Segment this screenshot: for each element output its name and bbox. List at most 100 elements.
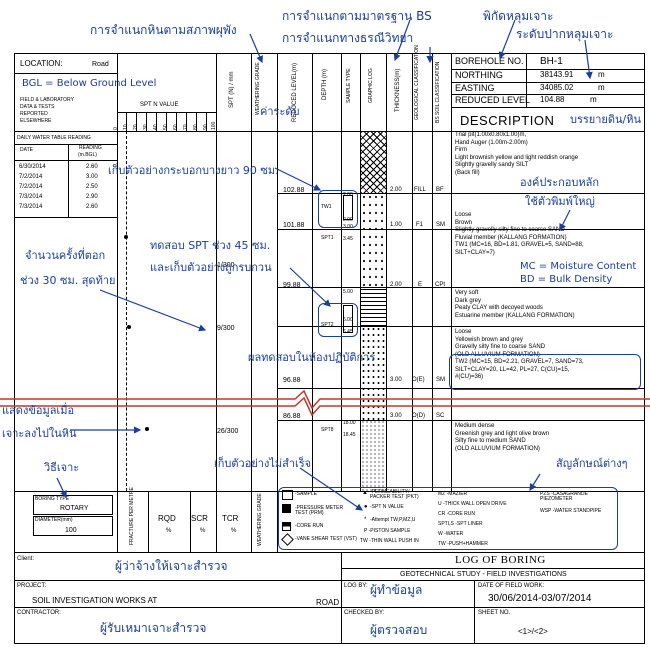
depth-mark: 3.45 — [343, 236, 353, 242]
annotation-bd: BD = Bulk Density — [520, 274, 613, 285]
unit-m: m — [598, 70, 605, 79]
desc-line: Estuarine member (KALLANG FORMATION) — [455, 312, 575, 319]
tcr-header: TCR — [222, 514, 239, 523]
desc-line: Slightly gravelly sandy SILT — [455, 162, 529, 168]
water-table-title: DAILY WATER TABLE READING — [17, 135, 91, 141]
legend-item: -VANE SHEAR TEST (VST) — [295, 536, 357, 542]
date-field-work-label: DATE OF FIELD WORK: — [478, 583, 545, 589]
annotation-symbols: สัญลักษณ์ต่างๆ — [556, 457, 628, 470]
bs-value: CPt — [435, 282, 446, 288]
desc-line: Silty fine to medium SAND — [455, 438, 526, 444]
spt-value: 26/300 — [217, 428, 239, 435]
legend-item: W -WATER — [438, 531, 464, 537]
log-of-boring-title: LOG OF BORING — [455, 554, 546, 566]
desc-line: #(CU)=36) — [455, 374, 484, 380]
thickness-value: 3.00 — [390, 413, 402, 419]
graphic-sand-2 — [361, 326, 386, 420]
annotation-describe: บรรยายดิน/หิน — [570, 113, 642, 126]
sample-symbol — [282, 490, 293, 500]
annotation-method: วิธีเจาะ — [44, 461, 80, 474]
annotation-rock-1: แสดงข้อมูลเมื่อ — [2, 404, 75, 417]
annotation-capital: ใช้ตัวพิมพ์ใหญ่ — [525, 195, 595, 208]
legend-item: WSP -WATER STANDPIPE — [540, 508, 602, 514]
pct-label: % — [166, 528, 172, 534]
scr-header: SCR — [191, 514, 208, 523]
pct-label: % — [231, 528, 237, 534]
reading-col-label: READING — [79, 145, 102, 151]
spt-point — [124, 235, 128, 239]
checked-by-label: CHECKED BY: — [344, 610, 385, 616]
graphic-fill — [361, 131, 386, 193]
highlight-spt2 — [318, 303, 358, 337]
spt-point — [127, 325, 131, 329]
diameter-value: 100 — [65, 527, 77, 534]
desc-line: TW1 (MC=16, BD=1.81, GRAVEL=5, SAND=88, — [455, 242, 584, 248]
spt-value: 1/300 — [217, 262, 235, 269]
sample-box — [343, 305, 353, 333]
description-layer-2: Loose Brown Slightly gravelly silty fine… — [455, 212, 584, 257]
reduced-level-row: 101.88 — [283, 222, 305, 229]
sample-label: SPT2 — [321, 322, 334, 328]
spt-symbol: ● — [364, 504, 368, 510]
sample-label: TW1 — [321, 204, 332, 210]
graphic-peat — [361, 287, 386, 326]
sheet-no-value: <1>/<2> — [518, 627, 548, 636]
desc-line: Dark grey — [455, 297, 482, 304]
legend-item: MZ -MAZIER — [438, 491, 468, 497]
annotation-logger: ผู้ทำข้อมูล — [370, 583, 423, 597]
wt-date: 7/2/2014 — [19, 184, 43, 190]
annotation-reduced-level: ค่าระดับ — [260, 105, 300, 118]
annotation-spt-test-1: ทดสอบ SPT ช่วง 45 ซม. — [150, 239, 271, 252]
geo-value: FILL — [414, 187, 427, 193]
field-lab-line2: DATA & TESTS — [20, 104, 55, 110]
reduced-level-row: 96.88 — [283, 377, 301, 384]
field-lab-line4: ELSEWHERE — [20, 118, 52, 124]
desc-line: Very soft — [455, 290, 479, 296]
project-value: SOIL INVESTIGATION WORKS AT — [32, 596, 158, 605]
easting-value: 34085.02 — [540, 83, 574, 92]
wt-reading: 2.90 — [86, 194, 98, 200]
field-lab-line1: FIELD & LABORATORY — [20, 97, 74, 103]
northing-value: 38143.91 — [540, 70, 574, 79]
northing-label: NORTHING — [455, 70, 503, 80]
bs-value: SM — [436, 222, 445, 228]
location-value: Road — [92, 61, 109, 68]
desc-line: Gravelly silty fine to coarse SAND — [455, 344, 546, 350]
depth-mark: 18.45 — [343, 432, 356, 438]
description-layer-3: Very soft Dark grey Peaty CLAY with deco… — [455, 290, 575, 320]
core-symbol — [282, 522, 291, 531]
geo-value: E — [418, 282, 423, 288]
wt-reading: 2.60 — [86, 204, 98, 210]
legend-item: -SPT N VALUE — [370, 504, 404, 510]
annotation-bgl: BGL = Below Ground Level — [22, 78, 157, 89]
depth-mark: 18.00 — [343, 420, 356, 426]
graphic-sand — [361, 193, 386, 287]
thickness-value: 1.00 — [390, 222, 402, 228]
legend-item: -CORE RUN — [295, 523, 324, 529]
legend-item: -PERMEABILITY/ PACKER TEST (PKT) — [370, 489, 419, 500]
annotation-failed-sample: เก็บตัวอย่างไม่สำเร็จ — [214, 457, 312, 470]
log-break-line — [0, 390, 650, 417]
spt-point — [145, 427, 149, 431]
desc-line: Trial pit(1.00x0.80x1.00)m, — [455, 132, 527, 138]
annotation-blow-count-1: จำนวนครั้งที่ตอก — [25, 249, 106, 262]
legend-item: CR -CORE RUN — [438, 511, 475, 517]
rqd-header: RQD — [158, 514, 176, 523]
desc-line: Peaty CLAY with decoyed woods — [455, 305, 543, 311]
sheet-no-label: SHEET NO. — [478, 610, 511, 616]
desc-line: SILT+CLAY=7) — [455, 249, 495, 256]
bs-value: SM — [436, 377, 445, 383]
legend-item: SPTLS -SPT LINER — [438, 521, 483, 527]
annotation-tube-sample: เก็บตัวอย่างกระบอกบางยาว 90 ซม. — [108, 164, 279, 177]
description-layer-5: Medium dense Greenish grey and light oli… — [455, 423, 549, 453]
annotation-spt-test-2: และเก็บตัวอย่างถูกรบกวน — [150, 261, 272, 274]
location-label: LOCATION: — [20, 59, 63, 68]
attempt-symbol: * — [364, 517, 367, 523]
desc-line: Loose — [455, 329, 472, 335]
desc-line: SILT+CLAY=20, LL=42, PL=27, C(CU)=15, — [455, 366, 570, 373]
date-field-work-value: 30/06/2014-03/07/2014 — [488, 593, 592, 604]
reduced-level-label: REDUCED LEVEL — [455, 95, 531, 105]
legend-item: -Attempt TW,P,MZ,U — [370, 517, 416, 523]
borehole-label: BOREHOLE NO. — [455, 56, 524, 66]
sample-label: SPT8 — [321, 427, 334, 433]
